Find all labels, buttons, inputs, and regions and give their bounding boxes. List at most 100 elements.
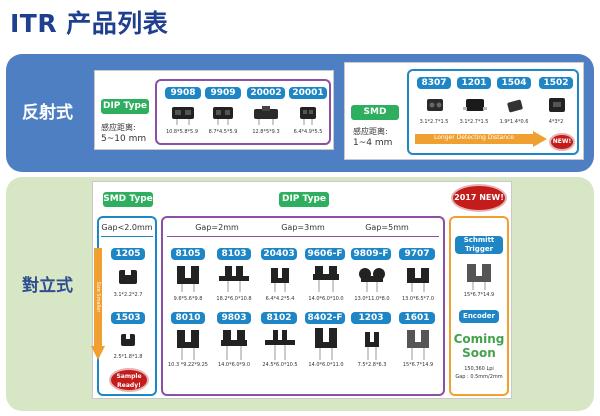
model-chip-8307[interactable]: 8307 [417,77,451,89]
size-smaller-arrow [91,248,105,360]
dim-9707: 13.0*6.5*7.0 [401,296,435,302]
reflective-band-label: 反射式 [22,103,73,123]
sensor-image-8102 [265,330,295,360]
dim-9606-F: 14.0*6.0*10.0 [308,296,344,302]
opposed-smd-gap-label: Gap<2.0mm [101,223,153,232]
model-chip-1203[interactable]: 1203 [351,312,391,324]
sensor-image-8103 [219,266,249,292]
model-chip-9908[interactable]: 9908 [165,87,201,99]
opposed-dip-badge: DIP Type [279,192,329,207]
sensor-image-1502 [549,98,565,112]
dim-1503: 2.5*1.8*1.8 [113,354,143,360]
dim-1203: 7.5*2.8*6.3 [357,362,387,368]
new-2017-badge: 2017 NEW! [451,184,507,212]
model-chip-8402-F[interactable]: 8402-F [305,312,345,324]
sensor-image-20002 [254,106,278,125]
model-chip-1601[interactable]: 1601 [399,312,435,324]
dim-1201: 3.1*2.7*1.5 [459,119,489,125]
dim-8102: 24.5*6.0*10.5 [262,362,298,368]
longer-distance-arrow-text: Longer Detecting Distance [433,134,514,141]
model-chip-20002[interactable]: 20002 [247,87,285,99]
model-chip-8102[interactable]: 8102 [261,312,297,324]
encoder-gap: Gap : 0.5mm/2mm [455,374,503,380]
dim-8105: 9.6*5.6*9.8 [173,296,203,302]
dim-20002: 12.8*5*9.3 [252,129,280,135]
dim-20001: 6.4*4.9*5.5 [293,129,323,135]
model-chip-9606-F[interactable]: 9606-F [305,248,345,260]
sensor-image-20403 [271,268,289,292]
opposed-dip-bracket [161,216,445,396]
sensor-image-1205 [119,267,137,284]
reflective-dip-range-value: 5~10 mm [101,134,147,144]
model-chip-8103[interactable]: 8103 [217,248,251,260]
model-chip-9809-F[interactable]: 9809-F [351,248,391,260]
reflective-smd-badge: SMD Type [351,105,399,132]
reflective-smd-range-label: 感应距离: [353,127,388,136]
reflective-smd-card: SMD Type 感应距离: 1~4 mm 8307 1201 1504 150… [344,62,584,160]
sensor-image-8307 [427,99,443,111]
dim-9909: 8.7*4.5*5.9 [208,129,238,135]
opposed-dip-gap-5mm: Gap=5mm [365,223,409,232]
sensor-image-9707 [407,268,429,292]
sensor-image-schmitt [467,264,491,290]
coming-soon-text: Coming Soon [453,332,505,360]
dim-1504: 1.9*1.4*0.6 [499,119,529,125]
opposed-smd-badge: SMD Type [103,192,153,207]
sensor-image-1601 [407,330,429,360]
dim-8010: 10.3 *9.22*9.25 [168,362,208,368]
model-chip-20001[interactable]: 20001 [289,87,327,99]
reflective-dip-range-label: 感应距离: [101,123,136,132]
model-chip-9707[interactable]: 9707 [399,248,435,260]
dim-1502: 4*3*2 [548,119,564,125]
dim-9908: 10.8*5.8*5.9 [165,129,199,135]
opposed-card: SMD Type DIP Type Gap<2.0mm 1205 3.1*2.2… [91,181,512,399]
schmitt-trigger-badge[interactable]: Schmitt Trigger [455,236,503,254]
sensor-image-9908 [172,107,194,125]
reflective-dip-badge: DIP Type [101,99,149,114]
dim-9809-F: 13.0*11.0*8.0 [354,296,390,302]
model-chip-1504[interactable]: 1504 [497,77,531,89]
sensor-image-9909 [213,107,233,125]
sensor-image-1201 [463,99,487,111]
dim-8307: 3.1*2.7*1.5 [419,119,449,125]
model-chip-9909[interactable]: 9909 [205,87,241,99]
dim-8402-F: 14.0*6.0*11.0 [308,362,344,368]
sensor-image-8010 [177,330,199,360]
dim-20403: 6.4*4.2*5.4 [265,296,295,302]
opposed-dip-gap-2mm: Gap=2mm [195,223,239,232]
model-chip-8010[interactable]: 8010 [171,312,205,324]
model-chip-1502[interactable]: 1502 [539,77,573,89]
model-chip-1205[interactable]: 1205 [111,248,145,260]
dim-schmitt: 15*6.7*14.9 [463,292,495,298]
reflective-dip-bracket [155,79,331,145]
opposed-dip-gap-3mm: Gap=3mm [281,223,325,232]
model-chip-20403[interactable]: 20403 [261,248,297,260]
reflective-dip-card: DIP Type 感应距离: 5~10 mm 9908 9909 20002 2… [94,70,334,150]
model-chip-8105[interactable]: 8105 [171,248,205,260]
model-chip-1503[interactable]: 1503 [111,312,145,324]
sensor-image-1203 [365,332,379,360]
dim-8103: 18.2*6.0*10.8 [216,296,252,302]
reflective-smd-bracket [407,69,579,155]
opposed-band-label: 對立式 [22,276,73,296]
dim-9803: 14.0*6.0*9.0 [217,362,251,368]
sensor-image-9809-F [359,268,385,292]
opposed-dip-divider [167,236,439,237]
dim-1601: 15*6.7*14.9 [402,362,434,368]
sample-ready-badge: Sample Ready! [109,368,149,392]
sensor-image-1503 [121,332,135,346]
encoder-badge[interactable]: Encoder [459,310,499,323]
size-smaller-arrow-text: Size Smaller [95,281,101,313]
sensor-image-8402-F [315,328,337,360]
longer-distance-arrow [415,131,547,147]
dim-1205: 3.1*2.2*2.7 [113,292,143,298]
sensor-image-1504 [507,99,523,113]
new-products-bracket [449,216,509,396]
page-title: ITR 产品列表 [10,9,169,38]
sensor-image-9606-F [313,266,339,292]
model-chip-1201[interactable]: 1201 [457,77,491,89]
reflective-smd-range-value: 1~4 mm [353,138,393,148]
encoder-lpi: 150,360 Lpi [464,366,494,372]
model-chip-9803[interactable]: 9803 [217,312,251,324]
opposed-smd-divider [101,236,153,237]
